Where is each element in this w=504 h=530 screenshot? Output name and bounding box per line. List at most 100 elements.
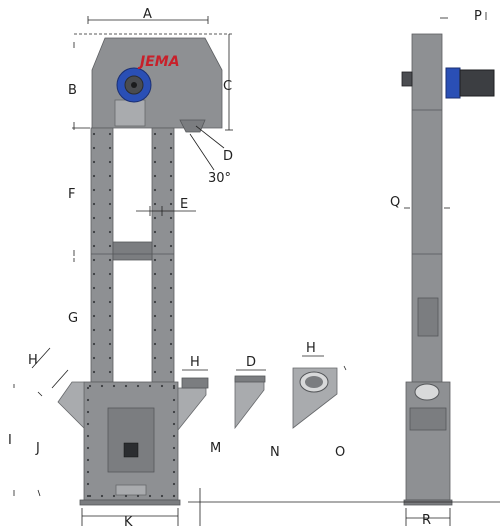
dim-label-h-inlet: H (28, 353, 38, 368)
side-boot-base (403, 499, 453, 506)
bolt (172, 410, 176, 414)
bolt (92, 356, 96, 360)
bolt (100, 384, 104, 388)
bolt (136, 494, 140, 498)
bolt (169, 356, 173, 360)
dim-label-m: M (210, 441, 221, 456)
dim-label-j: J (35, 441, 40, 456)
boot-base (79, 499, 181, 506)
dimension-lines (13, 12, 500, 526)
bolt (88, 384, 92, 388)
bolt (92, 286, 96, 290)
bolt (92, 300, 96, 304)
bolt (169, 300, 173, 304)
bolt (172, 422, 176, 426)
bolt (92, 370, 96, 374)
bolt (92, 146, 96, 150)
elevator-head (91, 37, 223, 129)
side-chute-flange (181, 377, 209, 389)
bolt (169, 370, 173, 374)
bolt (92, 216, 96, 220)
bolt (169, 258, 173, 262)
bolt (108, 174, 112, 178)
boot-inspection-door (107, 407, 155, 473)
bolt (148, 384, 152, 388)
dim-label-e: E (180, 197, 188, 212)
bolt (86, 398, 90, 402)
bolt (86, 386, 90, 390)
bolt (160, 384, 164, 388)
side-motor (459, 69, 495, 97)
brand-logo: JEMA (137, 54, 180, 70)
dim-label-b: B (68, 83, 77, 98)
bolt (160, 494, 164, 498)
bolt (153, 230, 157, 234)
bolt (169, 342, 173, 346)
side-inspection-door (417, 297, 439, 337)
bolt (169, 188, 173, 192)
bolt (169, 160, 173, 164)
dim-label-n: N (270, 445, 280, 460)
bolt (153, 174, 157, 178)
bolt (112, 384, 116, 388)
bolt (92, 230, 96, 234)
inlet-chute (57, 381, 85, 429)
bolt (92, 174, 96, 178)
discharge-spout (179, 119, 206, 133)
dim-label-c: C (223, 79, 232, 94)
bolt (169, 216, 173, 220)
dim-label-d-spout: D (246, 355, 256, 370)
bolt (92, 258, 96, 262)
bolt (92, 328, 96, 332)
bolt (86, 470, 90, 474)
elevator-side-view (401, 33, 495, 506)
bolt (86, 458, 90, 462)
side-boot (405, 381, 451, 501)
bolt (153, 188, 157, 192)
head-access-plate (114, 99, 146, 127)
dim-label-p: P (474, 9, 482, 24)
bolt (169, 328, 173, 332)
bolt (92, 244, 96, 248)
bolt (172, 384, 176, 388)
side-boot-window (409, 407, 447, 431)
bolt (153, 244, 157, 248)
bolt (100, 494, 104, 498)
bolt (86, 446, 90, 450)
bolt (86, 482, 90, 486)
dim-label-r: R (422, 513, 431, 528)
bolt (153, 272, 157, 276)
bolt (108, 272, 112, 276)
bolt (153, 146, 157, 150)
boot-cleanout (115, 484, 147, 496)
bolt (172, 434, 176, 438)
dim-label-h-spout2: H (306, 341, 316, 356)
bolt (108, 370, 112, 374)
bolt (108, 328, 112, 332)
bolt (169, 314, 173, 318)
dim-label-a: A (143, 7, 152, 22)
dim-label-i: I (8, 433, 12, 448)
bolt (148, 494, 152, 498)
dim-label-q: Q (390, 195, 400, 210)
bolt (88, 494, 92, 498)
bolt (153, 314, 157, 318)
bolt (124, 494, 128, 498)
dim-label-o: O (335, 445, 345, 460)
bolt (108, 300, 112, 304)
bolt (86, 422, 90, 426)
bolt (172, 494, 176, 498)
bolt (108, 356, 112, 360)
bolt (172, 482, 176, 486)
side-bearing (401, 71, 413, 87)
bolt (153, 160, 157, 164)
elevator-front-view (57, 37, 223, 506)
dim-label-angle: 30° (208, 171, 231, 186)
bolt (86, 410, 90, 414)
bolt (172, 386, 176, 390)
bolt (112, 494, 116, 498)
bolt (124, 384, 128, 388)
bolt (153, 328, 157, 332)
bolt (92, 202, 96, 206)
